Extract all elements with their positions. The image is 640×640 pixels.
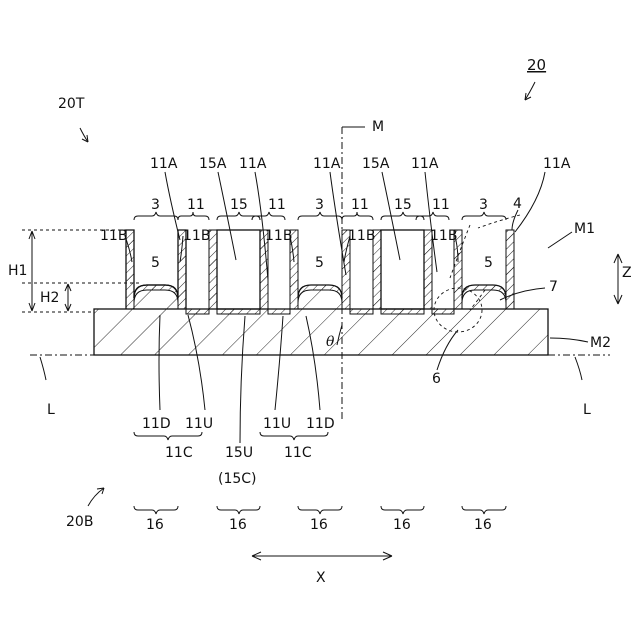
label-11B-4: 11B (348, 228, 375, 244)
label-20: 20 (527, 56, 546, 74)
label-20T: 20T (58, 96, 85, 112)
label-15A-1: 15A (199, 156, 227, 172)
label-11A-2: 11A (239, 156, 267, 172)
l-leader-right (575, 357, 582, 380)
label-15-2: 15 (394, 197, 412, 213)
top-brackets (134, 212, 506, 220)
label-11-4: 11 (432, 197, 450, 213)
label-m2: M2 (590, 335, 611, 351)
x-axis-arrow (252, 552, 392, 560)
label-3-3: 3 (479, 197, 488, 213)
label-11U-2: 11U (263, 416, 291, 432)
label-11A-5: 11A (543, 156, 571, 172)
label-x: X (316, 570, 326, 586)
label-3-1: 3 (151, 197, 160, 213)
label-11A-1: 11A (150, 156, 178, 172)
label-11B-3: 11B (265, 228, 292, 244)
label-11-2: 11 (268, 197, 286, 213)
block-15-left (217, 230, 260, 309)
label-11B-5: 11B (430, 228, 457, 244)
block-15-right (381, 230, 424, 309)
label-h2: H2 (40, 290, 59, 306)
label-15A-2: 15A (362, 156, 390, 172)
label-11-1: 11 (187, 197, 205, 213)
region-16-brackets (134, 506, 506, 514)
label-6: 6 (432, 371, 441, 387)
label-11C-2: 11C (284, 445, 312, 461)
bottom-brackets (134, 432, 328, 440)
label-theta: θ (326, 334, 335, 350)
z-axis-arrow (614, 254, 622, 304)
label-11D-2: 11D (306, 416, 335, 432)
label-15U: 15U (225, 445, 253, 461)
label-4: 4 (513, 196, 522, 212)
label-7: 7 (549, 279, 558, 295)
l-leader-left (40, 357, 46, 380)
label-16-5: 16 (474, 517, 492, 533)
label-11D-1: 11D (142, 416, 171, 432)
base-block (94, 230, 548, 355)
label-16-4: 16 (393, 517, 411, 533)
label-5-2: 5 (315, 255, 324, 271)
label-11A-4: 11A (411, 156, 439, 172)
label-11B-2: 11B (183, 228, 210, 244)
label-15-1: 15 (230, 197, 248, 213)
label-11-3: 11 (351, 197, 369, 213)
label-11A-3: 11A (313, 156, 341, 172)
label-11C-1: 11C (165, 445, 193, 461)
label-16-2: 16 (229, 517, 247, 533)
label-5-1: 5 (151, 255, 160, 271)
label-5-3: 5 (484, 255, 493, 271)
label-16-1: 16 (146, 517, 164, 533)
label-16-3: 16 (310, 517, 328, 533)
label-20B: 20B (66, 514, 93, 530)
label-15C: (15C) (218, 471, 257, 487)
label-3-2: 3 (315, 197, 324, 213)
label-z: Z (622, 265, 632, 281)
label-l-left: L (47, 402, 55, 418)
label-l-right: L (583, 402, 591, 418)
label-m: M (372, 119, 384, 135)
label-11U-1: 11U (185, 416, 213, 432)
label-11B-1: 11B (100, 228, 127, 244)
label-m1: M1 (574, 221, 595, 237)
label-h1: H1 (8, 263, 27, 279)
